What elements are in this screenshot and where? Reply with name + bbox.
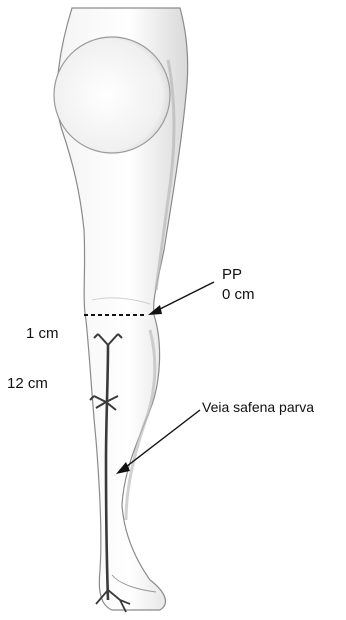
pp-distance-label: 0 cm — [222, 286, 255, 304]
twelve-cm-label: 12 cm — [7, 375, 48, 393]
gluteal-region — [54, 37, 170, 153]
one-cm-label: 1 cm — [26, 325, 59, 343]
pp-label: PP — [222, 266, 242, 284]
vein-label: Veia safena parva — [202, 398, 314, 416]
pp-arrow-line — [154, 282, 214, 312]
